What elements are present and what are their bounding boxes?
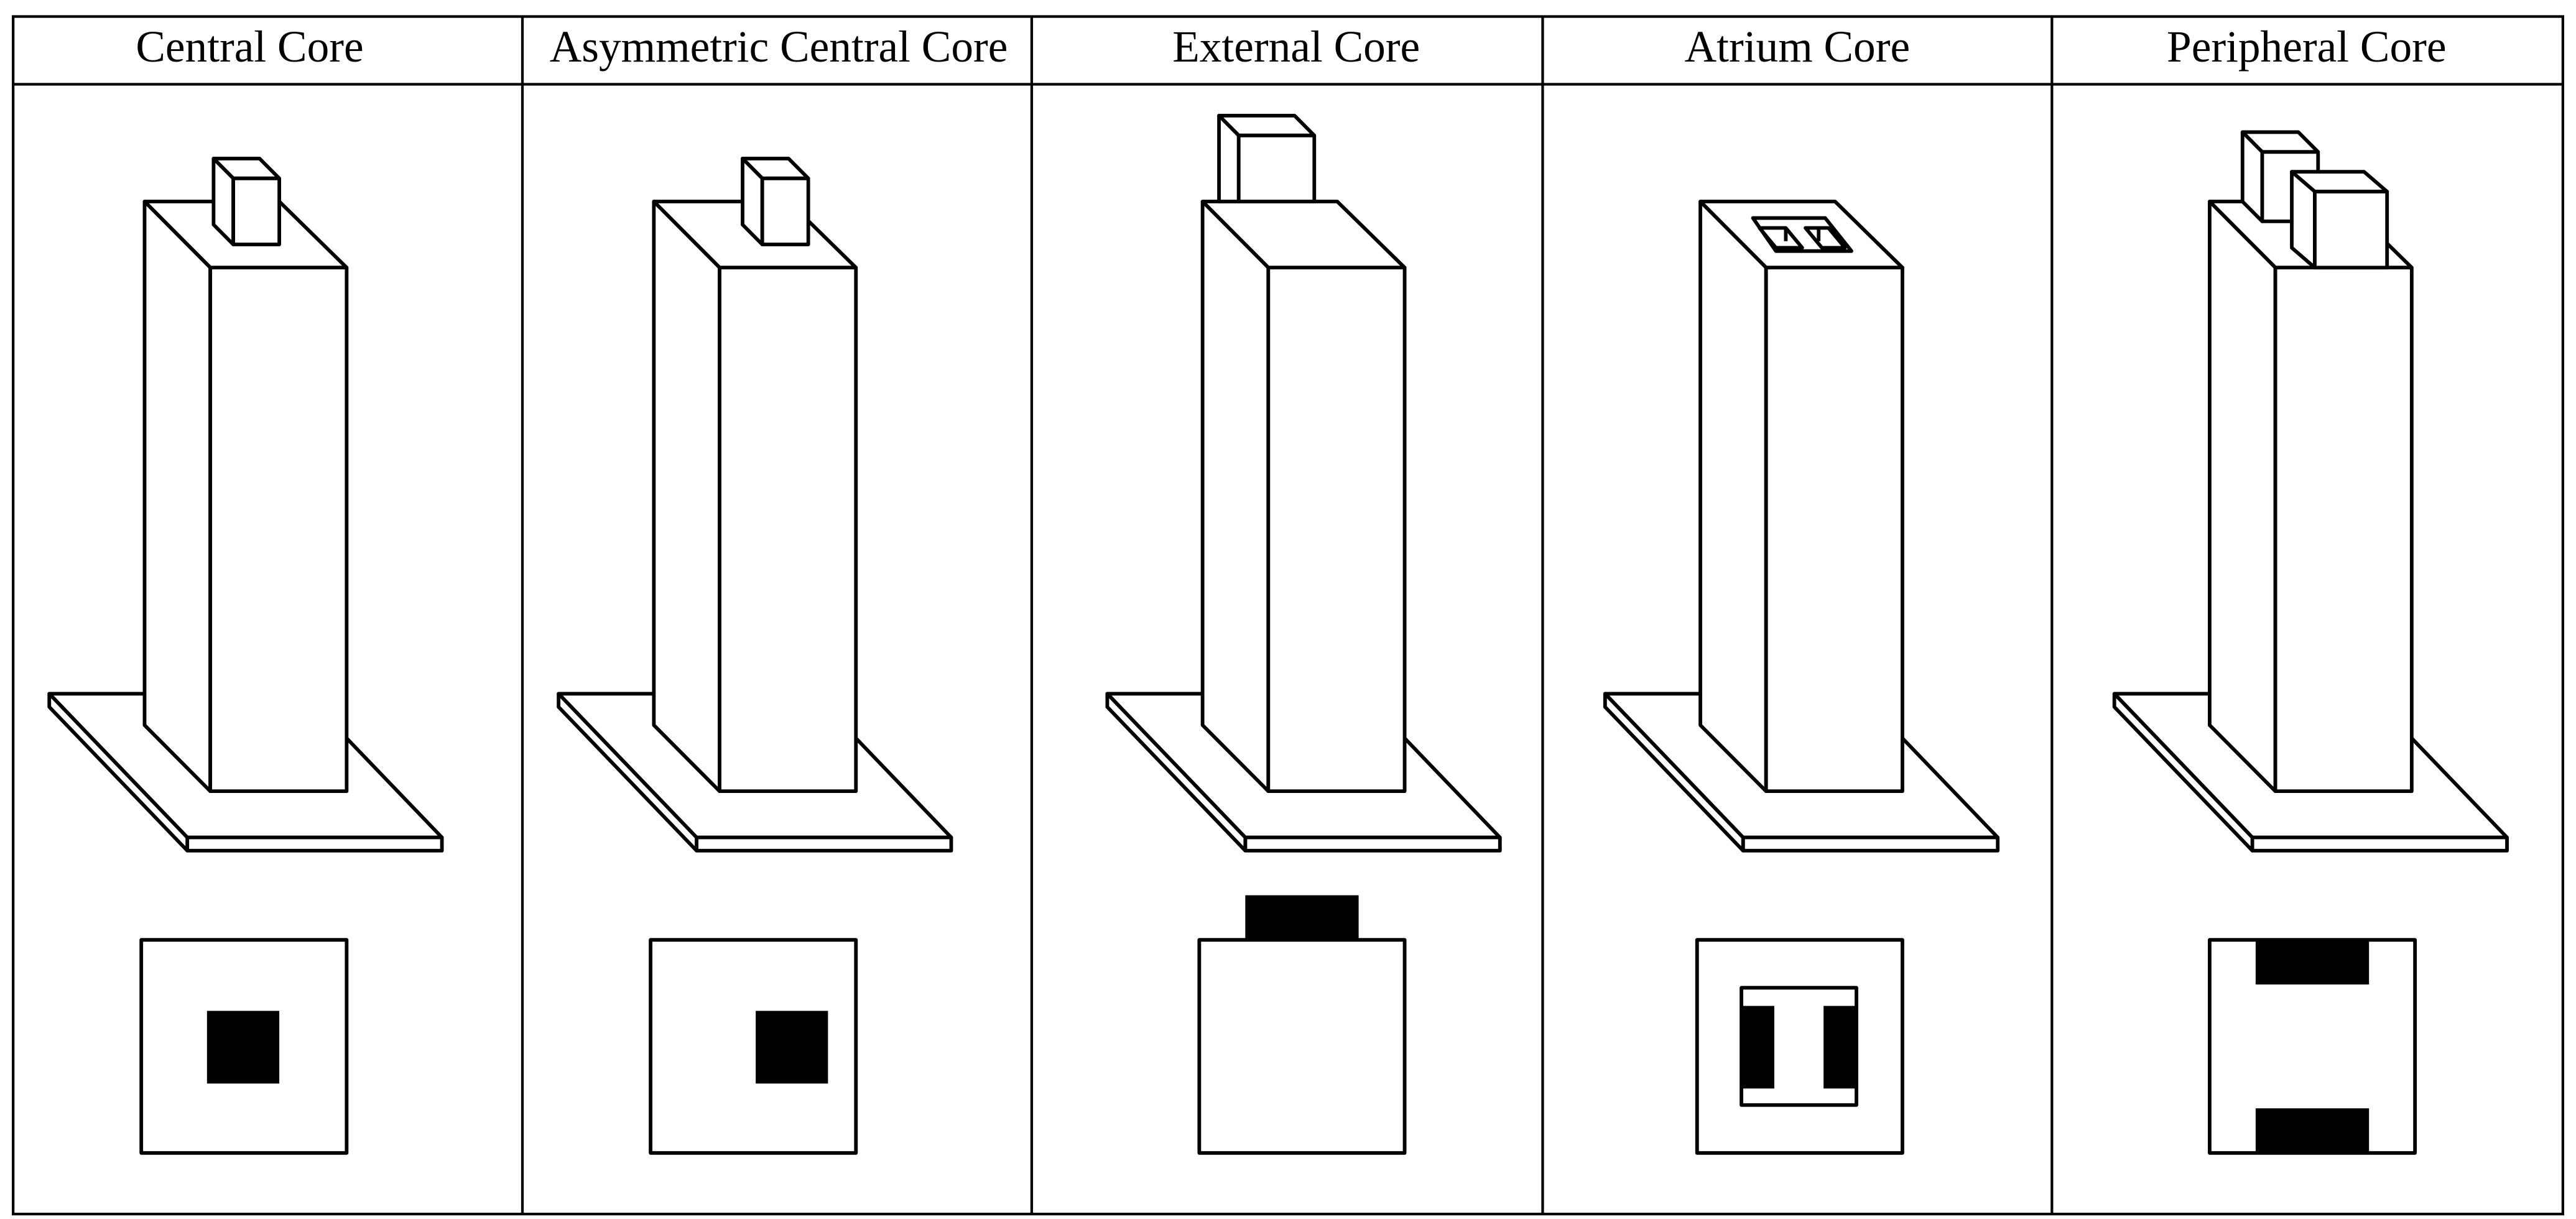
panel-title-atrium: Atrium Core (1685, 22, 1910, 72)
panel-title-asymmetric: Asymmetric Central Core (550, 22, 1008, 72)
core-block-right (1823, 1006, 1856, 1089)
column-titles: Central Core Asymmetric Central Core Ext… (136, 22, 2446, 72)
panel-title-peripheral: Peripheral Core (2167, 22, 2446, 72)
panel-title-central: Central Core (136, 22, 363, 72)
core-block (206, 1011, 280, 1084)
tower-illustration (557, 157, 953, 853)
table-frame (12, 15, 2564, 1216)
plan-diagram (139, 938, 349, 1155)
plan-diagram (1695, 938, 1904, 1155)
core-block-top (2255, 938, 2370, 985)
plan-diagram (2208, 938, 2417, 1155)
panel-asymmetric (557, 157, 953, 1155)
core-block (756, 1011, 828, 1084)
panel-external (1105, 113, 1502, 1155)
plan-diagram (1197, 895, 1407, 1155)
tower-illustration (2112, 130, 2509, 853)
panel-title-external: External Core (1172, 22, 1420, 72)
panel-atrium (1603, 200, 2000, 1155)
plan-diagram (649, 938, 858, 1155)
core-block-bottom (2255, 1108, 2370, 1155)
panel-peripheral (2112, 130, 2509, 1155)
panel-central (47, 157, 444, 1155)
core-block-left (1741, 1006, 1774, 1089)
tower-illustration (1603, 200, 2000, 853)
core-block (1245, 895, 1359, 942)
tower-illustration (1105, 113, 1502, 853)
tower-illustration (47, 157, 444, 853)
